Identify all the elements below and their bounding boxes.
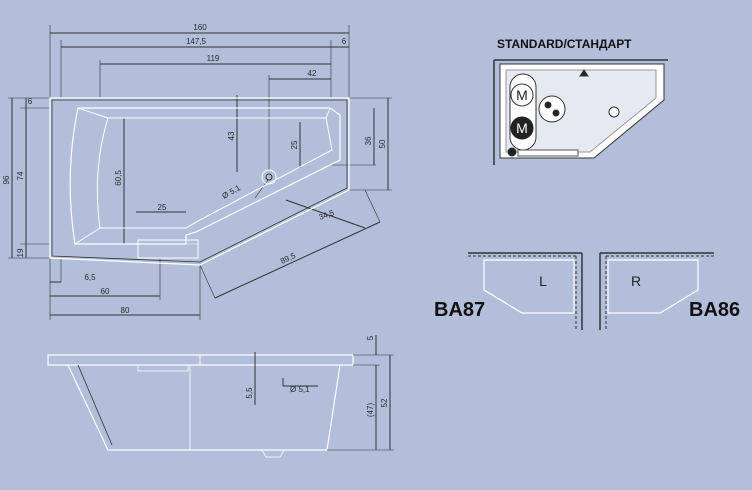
svg-text:80: 80	[121, 306, 130, 315]
standard-m-bottom: M	[516, 120, 528, 136]
svg-text:(47): (47)	[366, 403, 375, 418]
svg-text:119: 119	[207, 54, 220, 63]
svg-text:6,5: 6,5	[84, 273, 96, 282]
svg-text:19: 19	[16, 248, 25, 257]
standard-diagram	[493, 59, 668, 165]
standard-title: STANDARD/СТАНДАРТ	[497, 37, 632, 51]
variant-left-label: L	[539, 273, 547, 289]
svg-text:42: 42	[308, 69, 317, 78]
variant-left-diagram	[468, 252, 583, 330]
side-view	[47, 335, 394, 458]
standard-m-top: M	[516, 87, 528, 103]
svg-text:5: 5	[366, 335, 375, 340]
svg-text:60: 60	[101, 287, 110, 296]
variant-right-diagram	[599, 252, 714, 330]
svg-text:Ø 5,1: Ø 5,1	[290, 385, 310, 394]
svg-text:43: 43	[227, 131, 236, 140]
svg-text:52: 52	[380, 398, 389, 407]
svg-text:25: 25	[158, 203, 167, 212]
svg-text:5,5: 5,5	[245, 387, 254, 399]
variant-right-code: BA86	[689, 299, 740, 321]
svg-text:60,5: 60,5	[114, 170, 123, 186]
svg-text:6: 6	[342, 37, 347, 46]
svg-text:147,5: 147,5	[186, 37, 207, 46]
svg-text:34,5: 34,5	[318, 208, 336, 222]
variant-left-code: BA87	[434, 299, 485, 321]
svg-text:74: 74	[16, 171, 25, 180]
svg-text:6: 6	[28, 97, 33, 106]
top-view	[8, 25, 392, 320]
top-view-labels: 160 147,5 6 119 42 6 96 74 19 43 25 36 5…	[2, 23, 387, 315]
svg-text:25: 25	[290, 140, 299, 149]
variant-right-label: R	[631, 273, 641, 289]
side-view-labels: 5 52 (47) 5,5 Ø 5,1	[245, 335, 389, 417]
svg-text:Ø 5,1: Ø 5,1	[221, 183, 243, 201]
svg-text:89,5: 89,5	[279, 251, 297, 266]
svg-text:50: 50	[378, 139, 387, 148]
svg-text:160: 160	[193, 23, 207, 32]
svg-text:36: 36	[364, 136, 373, 145]
svg-text:96: 96	[2, 175, 11, 184]
